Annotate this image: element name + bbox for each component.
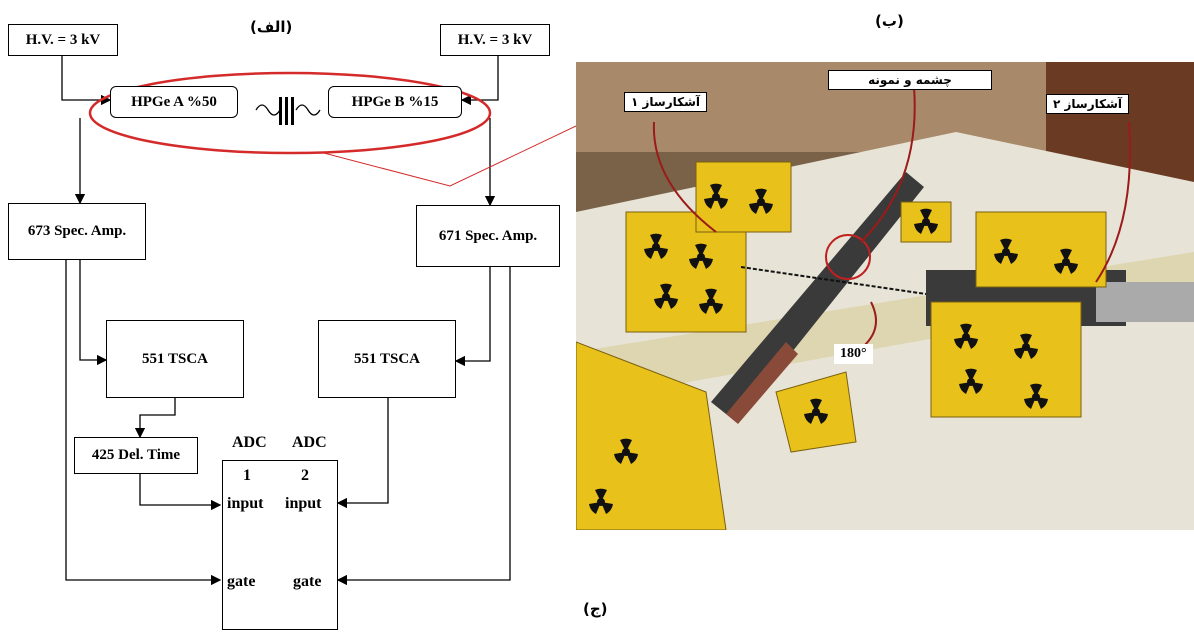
amp-right-box: 671 Spec. Amp. <box>416 205 560 267</box>
tsca-right-box: 551 TSCA <box>318 320 456 398</box>
adc1-number: 1 <box>243 467 251 484</box>
photo-label-detector1: آشکارساز ۱ <box>624 92 708 112</box>
tsca-left-box: 551 TSCA <box>106 320 244 398</box>
setup-photo-drawing <box>576 62 1194 530</box>
adc1-input-label: input <box>227 495 264 512</box>
adc2-gate-label: gate <box>293 573 322 590</box>
highlight-ellipse <box>88 71 492 155</box>
setup-photo: آشکارساز ۱ چشمه و نمونه آشکارساز ۲ 180° <box>576 62 1194 530</box>
photo-label-detector2: آشکارساز ۲ <box>1046 94 1130 114</box>
hv-right-box: H.V. = 3 kV <box>440 24 550 56</box>
adc1-title: ADC <box>232 434 267 451</box>
adc1-gate-label: gate <box>227 573 256 590</box>
shield-left-group <box>625 161 792 333</box>
adc2-number: 2 <box>301 467 309 484</box>
panel-label-a: (الف) <box>250 18 293 36</box>
panel-label-c: (ج) <box>583 600 608 618</box>
delay-box: 425 Del. Time <box>74 437 198 474</box>
adc2-input-label: input <box>285 495 322 512</box>
photo-angle-label: 180° <box>834 344 873 364</box>
detector-a-box: HPGe A %50 <box>110 86 238 118</box>
amp-left-box: 673 Spec. Amp. <box>8 203 146 260</box>
hv-left-box: H.V. = 3 kV <box>8 24 118 56</box>
adc-box: 1 2 input input gate gate <box>222 460 338 630</box>
panel-label-b: (ب) <box>875 12 904 30</box>
photo-label-source: چشمه و نمونه <box>828 70 992 90</box>
detector-b-box: HPGe B %15 <box>328 86 462 118</box>
adc2-title: ADC <box>292 434 327 451</box>
